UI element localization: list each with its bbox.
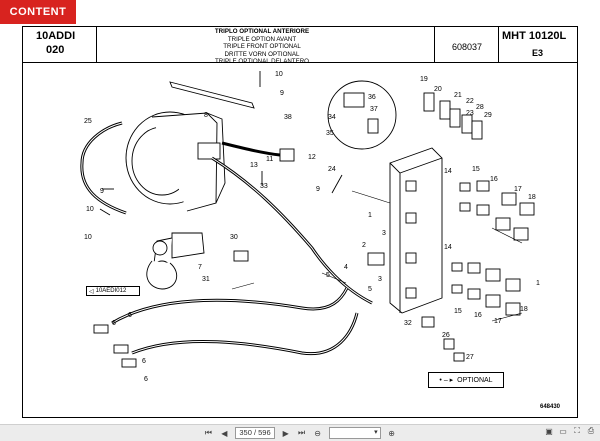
zoom-out-icon[interactable]: ⊖	[314, 428, 321, 438]
model-sub: 020	[46, 44, 65, 56]
callout-label: 3	[378, 276, 382, 283]
callout-label: 35	[326, 130, 334, 137]
header-divider-mid	[434, 26, 435, 62]
machine-model: MHT 10120L	[502, 30, 567, 42]
callout-label: 24	[328, 166, 336, 173]
callout-label: 9	[100, 188, 104, 195]
callout-label: 15	[454, 308, 462, 315]
callout-label: 17	[494, 318, 502, 325]
print-icon[interactable]: ⎙	[587, 426, 595, 435]
callout-label: 32	[404, 320, 412, 327]
callout-label: 21	[454, 92, 462, 99]
edition: E3	[532, 48, 544, 58]
callout-label: 16	[490, 176, 498, 183]
part-ref: 608037	[452, 42, 483, 52]
page-number-field[interactable]: 350 / 596	[235, 427, 275, 439]
callout-label: 3	[382, 230, 386, 237]
drawing-frame	[22, 26, 578, 418]
callout-label: 30	[230, 234, 238, 241]
drawing-ref: 648430	[540, 404, 561, 410]
dashed-arrow-icon: • – ▸	[439, 377, 454, 384]
callout-label: 6	[142, 358, 146, 365]
callout-label: 15	[472, 166, 480, 173]
prev-page-icon[interactable]: ◀	[221, 428, 228, 438]
first-page-icon[interactable]: ⏮	[204, 428, 212, 437]
callout-label: 14	[444, 244, 452, 251]
callout-label: 9	[280, 90, 284, 97]
last-page-icon[interactable]: ⏭	[298, 428, 306, 437]
callout-label: 14	[444, 168, 452, 175]
optional-label: OPTIONAL	[457, 376, 493, 384]
next-page-icon[interactable]: ▶	[282, 428, 289, 438]
callout-label: 33	[260, 183, 268, 190]
fit-page-icon[interactable]: ▣	[545, 426, 553, 436]
callout-label: 8	[204, 112, 208, 119]
header-divider-right	[498, 26, 499, 62]
arrow-left-icon: ◁	[89, 288, 94, 295]
callout-label: 28	[476, 104, 484, 111]
callout-label: 5	[368, 286, 372, 293]
callout-label: 19	[420, 76, 428, 83]
callout-label: 37	[370, 106, 378, 113]
page-title: TRIPLO OPTIONAL ANTERIORE TRIPLE OPTION …	[196, 28, 328, 66]
callout-label: 17	[514, 186, 522, 193]
callout-label: 1	[368, 212, 372, 219]
callout-label: 9	[316, 186, 320, 193]
callout-label: 20	[434, 86, 442, 93]
header-divider	[22, 62, 578, 63]
callout-label: 26	[442, 332, 450, 339]
detail-label: 10AEDI012	[95, 288, 127, 294]
callout-label: 23	[466, 110, 474, 117]
title-line-es: TRIPLE OPTIONAL DELANTERO	[215, 58, 309, 66]
callout-label: 7	[198, 264, 202, 271]
callout-label: 22	[466, 98, 474, 105]
callout-label: 6	[128, 312, 132, 319]
title-line-en: TRIPLE FRONT OPTIONAL	[223, 43, 301, 51]
exploded-diagram: 10 9 38 8 25 12 13 33 11 9 24 36 37 34 3…	[80, 71, 540, 383]
callout-label: 16	[474, 312, 482, 319]
optional-legend: • – ▸ OPTIONAL	[428, 372, 504, 388]
callout-label: 10	[84, 234, 92, 241]
callout-label: 34	[328, 114, 336, 121]
callout-label: 18	[528, 194, 536, 201]
callout-label: 10	[86, 206, 94, 213]
callout-label: 5	[326, 272, 330, 279]
callout-label: 11	[266, 156, 273, 163]
callout-label: 25	[84, 118, 92, 125]
callout-label: 2	[362, 242, 366, 249]
detail-reference-box: ◁ 10AEDI012	[86, 286, 140, 296]
callout-label: 13	[250, 162, 258, 169]
callout-label: 29	[484, 112, 492, 119]
zoom-select[interactable]	[328, 427, 381, 439]
model-code: 10ADDI	[36, 30, 76, 42]
callout-label: 12	[308, 154, 316, 161]
callout-label: 1	[536, 280, 540, 287]
callout-label: 10	[275, 71, 283, 78]
fit-width-icon[interactable]: ▭	[559, 426, 567, 436]
callout-label: 36	[368, 94, 376, 101]
callout-label: 18	[520, 306, 528, 313]
zoom-in-icon[interactable]: ⊕	[388, 428, 395, 438]
callout-label: 38	[284, 114, 292, 121]
callout-label: 6	[112, 320, 116, 327]
callout-label: 4	[344, 264, 348, 271]
title-line-it: TRIPLO OPTIONAL ANTERIORE	[214, 28, 310, 35]
title-line-fr: TRIPLE OPTION AVANT	[227, 35, 297, 43]
callout-label: 31	[202, 276, 210, 283]
viewer-toolbar: ⏮ ◀ 350 / 596 ▶ ⏭ ⊖ ⊕ ▣ ▭ ⛶ ⎙	[0, 424, 600, 441]
toolbar-right: ▣ ▭ ⛶ ⎙	[544, 426, 596, 436]
fullscreen-icon[interactable]: ⛶	[574, 426, 580, 435]
callout-label: 27	[466, 354, 474, 361]
callout-label: 6	[144, 376, 148, 383]
content-button[interactable]: CONTENT	[0, 0, 76, 24]
title-line-de: DRITTE VORN OPTIONAL	[224, 50, 300, 58]
header-divider-left	[96, 26, 97, 62]
